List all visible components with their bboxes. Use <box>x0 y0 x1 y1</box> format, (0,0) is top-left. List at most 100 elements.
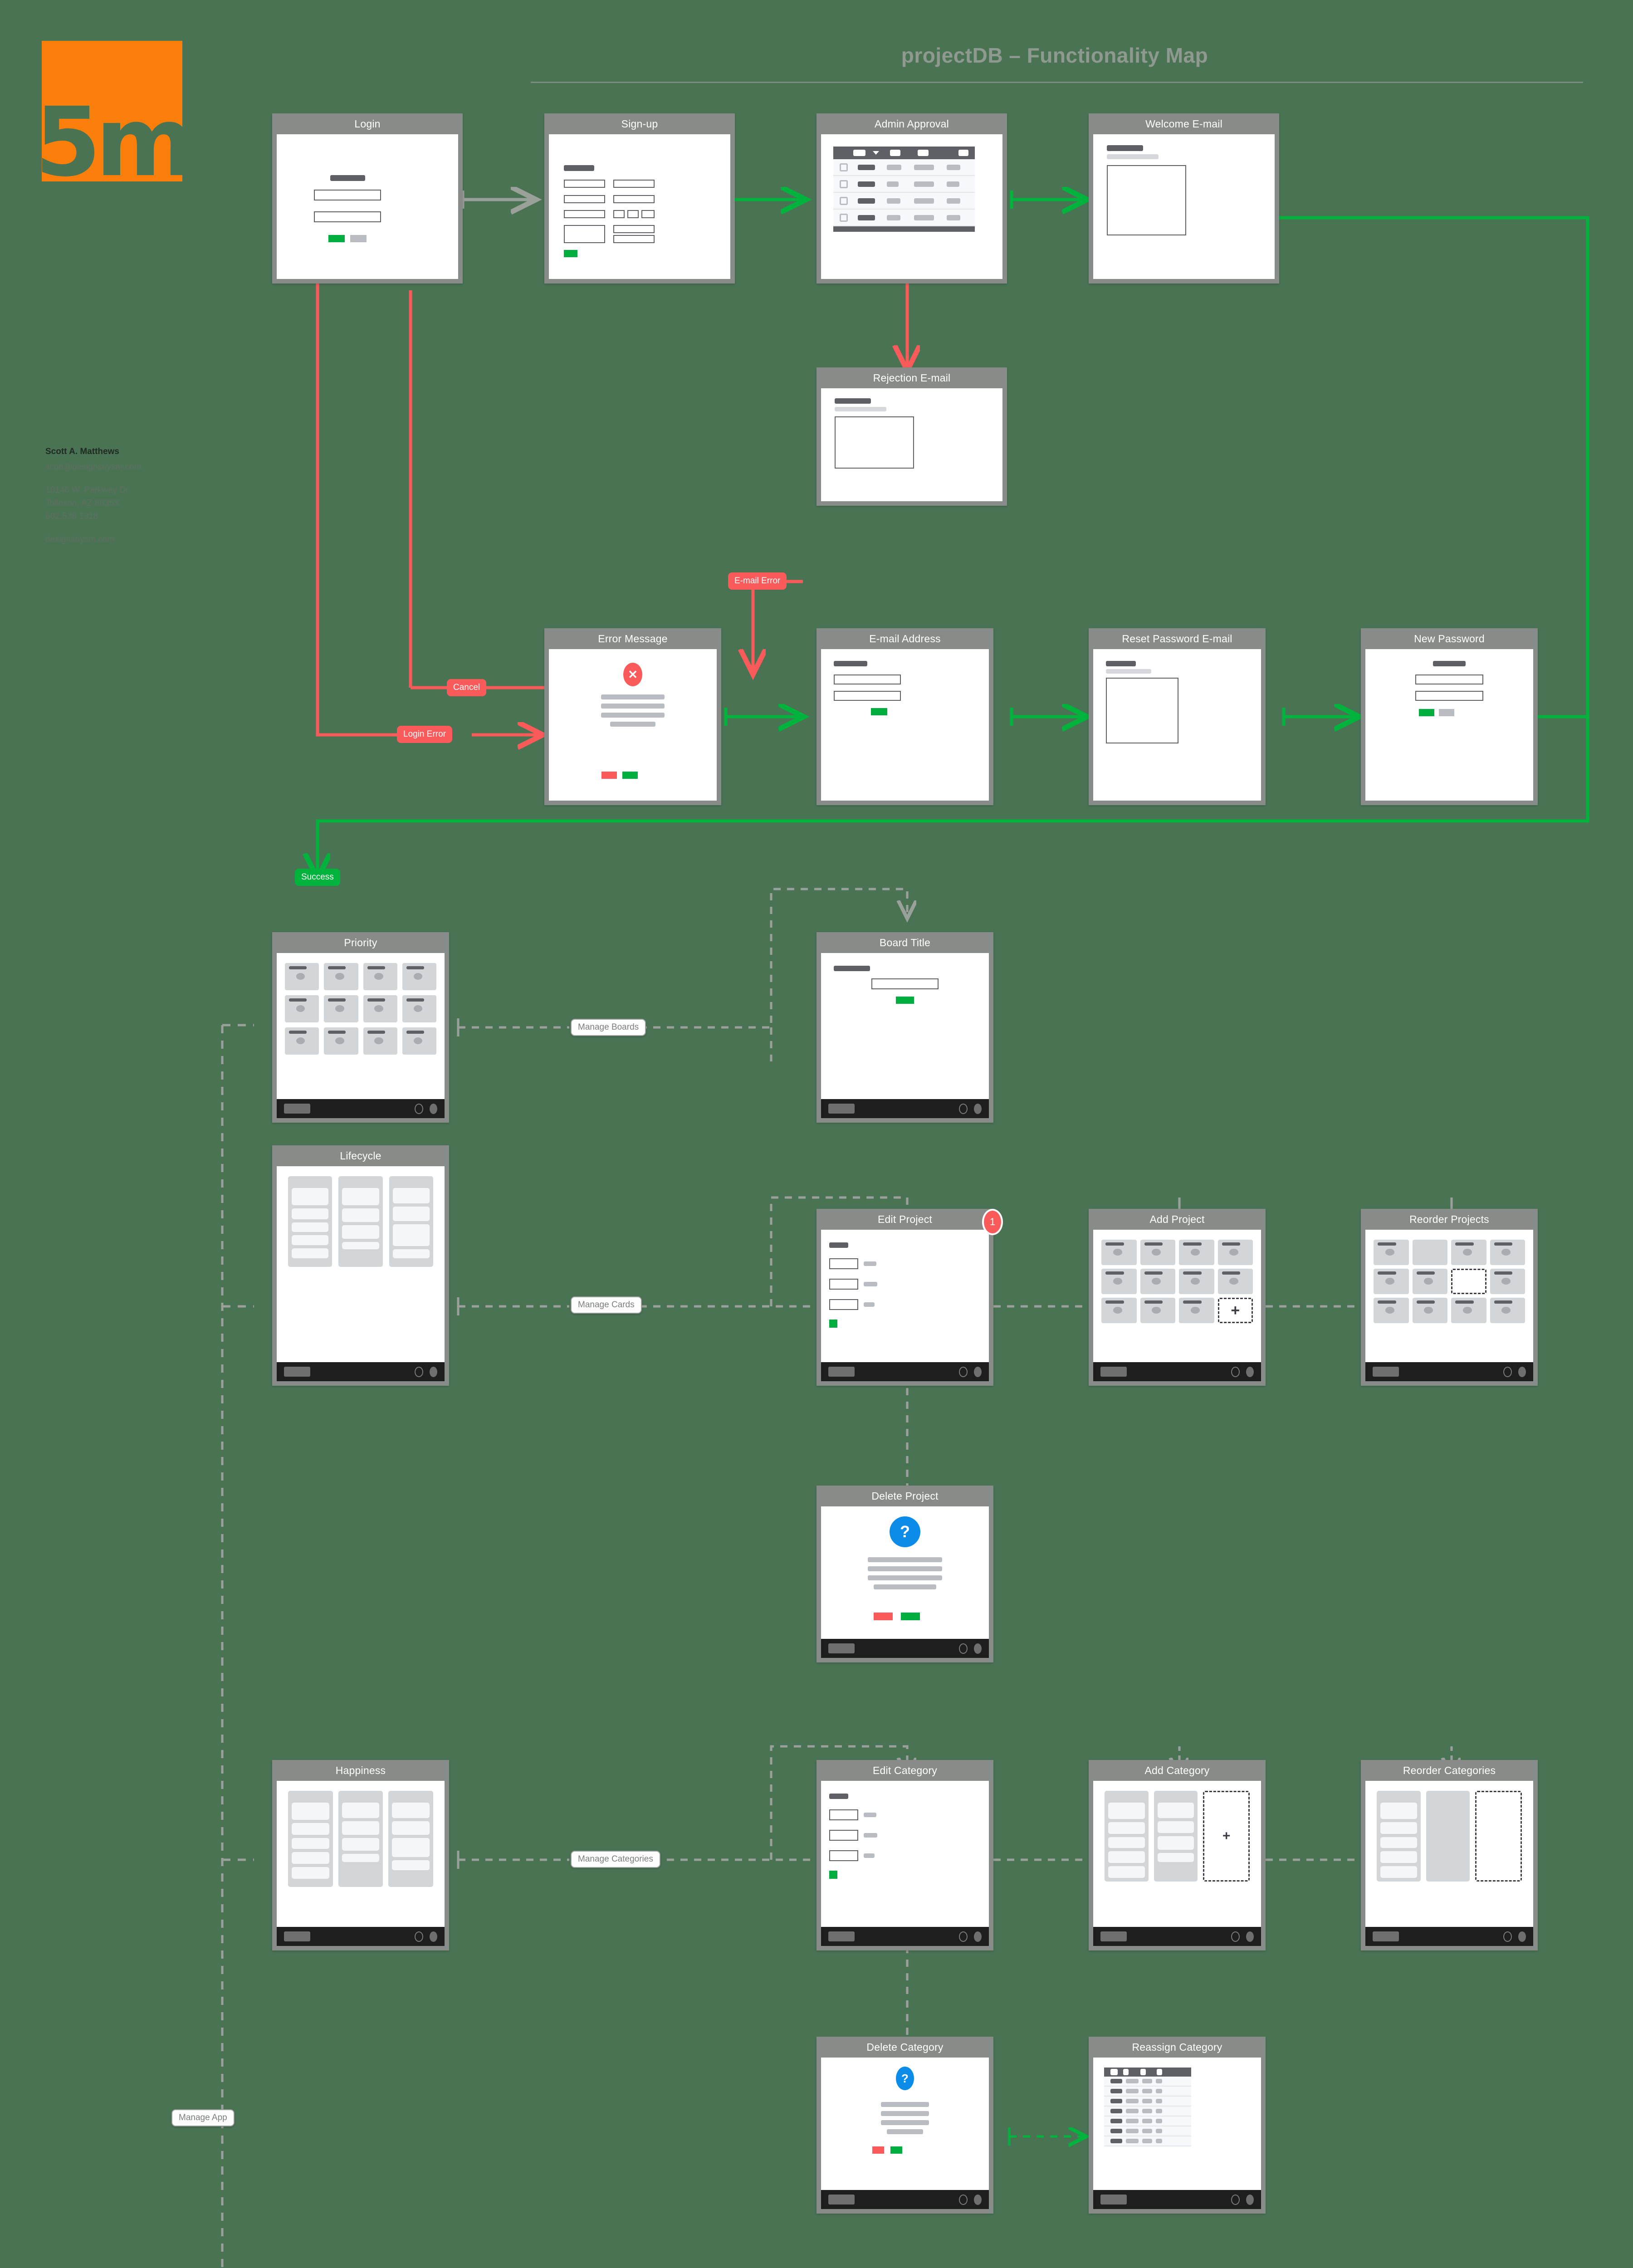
bottom-bar-dot-icon[interactable] <box>974 1103 982 1114</box>
happiness-column[interactable] <box>288 1791 333 1887</box>
row-checkbox[interactable] <box>840 196 848 205</box>
happiness-column[interactable] <box>338 1791 383 1887</box>
happiness-column[interactable] <box>388 1791 434 1887</box>
category-card[interactable] <box>1380 1803 1417 1819</box>
bottom-bar-dot-icon[interactable] <box>974 1643 982 1654</box>
delete-project-confirm-button[interactable] <box>901 1613 920 1620</box>
project-tile[interactable] <box>1451 1298 1486 1323</box>
confirm-password-input[interactable] <box>1415 691 1483 701</box>
add-category-placeholder[interactable]: + <box>1203 1791 1250 1882</box>
screen-card-new-password[interactable]: New Password <box>1361 628 1538 805</box>
category-card[interactable] <box>1380 1837 1417 1848</box>
edit-project-field-2[interactable] <box>829 1279 858 1290</box>
mobile-bottom-bar[interactable] <box>1365 1362 1533 1381</box>
lifecycle-card[interactable] <box>392 1207 430 1221</box>
project-tile[interactable] <box>285 995 319 1022</box>
project-tile[interactable] <box>1179 1269 1214 1294</box>
bottom-bar-circle-icon[interactable] <box>959 2194 968 2205</box>
mobile-bottom-bar[interactable] <box>1093 1362 1261 1381</box>
project-tile-empty[interactable] <box>1412 1240 1447 1265</box>
category-card[interactable] <box>1380 1866 1417 1878</box>
mobile-bottom-bar[interactable] <box>821 2190 989 2209</box>
lifecycle-column[interactable] <box>389 1176 433 1267</box>
mobile-bottom-bar[interactable] <box>1093 2190 1261 2209</box>
screen-card-happiness[interactable]: Happiness <box>272 1760 449 1950</box>
bottom-bar-pill[interactable] <box>828 1104 855 1114</box>
table-row[interactable] <box>833 210 975 226</box>
signup-field-2[interactable] <box>613 180 655 188</box>
category-card[interactable] <box>1108 1866 1145 1878</box>
project-tile[interactable] <box>1140 1298 1175 1323</box>
flow-label-manage-app[interactable]: Manage App <box>171 2109 235 2126</box>
login-submit-button[interactable] <box>328 235 345 242</box>
project-tile[interactable] <box>1101 1269 1137 1294</box>
lifecycle-card[interactable] <box>392 1249 430 1258</box>
category-card[interactable] <box>1380 1822 1417 1834</box>
table-row[interactable] <box>1104 2107 1191 2116</box>
project-tile[interactable] <box>1374 1298 1409 1323</box>
bottom-bar-dot-icon[interactable] <box>1246 1366 1254 1377</box>
screen-card-email-address[interactable]: E-mail Address <box>816 628 993 805</box>
flow-label-email-error[interactable]: E-mail Error <box>728 572 787 590</box>
project-tile[interactable] <box>1179 1240 1214 1265</box>
email-address-input[interactable] <box>834 675 901 684</box>
category-column-empty[interactable] <box>1426 1791 1470 1882</box>
project-tile[interactable] <box>1490 1240 1525 1265</box>
bottom-bar-circle-icon[interactable] <box>415 1103 423 1114</box>
edit-category-save-button[interactable] <box>829 1871 837 1879</box>
screen-card-login[interactable]: Login <box>272 113 463 284</box>
screen-card-edit-category[interactable]: Edit Category <box>816 1760 993 1950</box>
table-row[interactable] <box>833 193 975 210</box>
bottom-bar-pill[interactable] <box>284 1367 310 1377</box>
happiness-card[interactable] <box>342 1854 380 1862</box>
signup-textarea[interactable] <box>564 225 605 243</box>
edit-project-save-button[interactable] <box>829 1320 837 1328</box>
row-checkbox[interactable] <box>840 180 848 188</box>
bottom-bar-pill[interactable] <box>284 1104 310 1114</box>
email-address-input-secondary[interactable] <box>834 691 901 701</box>
lifecycle-card[interactable] <box>392 1188 430 1203</box>
project-tile[interactable] <box>363 1027 397 1055</box>
happiness-card[interactable] <box>392 1838 430 1857</box>
new-password-input[interactable] <box>1415 675 1483 684</box>
bottom-bar-dot-icon[interactable] <box>974 2194 982 2205</box>
board-title-input[interactable] <box>871 978 939 989</box>
mobile-bottom-bar[interactable] <box>821 1099 989 1118</box>
screen-card-add-project[interactable]: Add Project + <box>1089 1209 1266 1386</box>
bottom-bar-dot-icon[interactable] <box>430 1366 437 1377</box>
flow-label-manage-categories[interactable]: Manage Categories <box>571 1851 660 1868</box>
screen-card-edit-project[interactable]: Edit Project <box>816 1209 993 1386</box>
table-row[interactable] <box>1104 2077 1191 2087</box>
screen-card-delete-category[interactable]: Delete Category ? <box>816 2037 993 2214</box>
project-tile[interactable] <box>363 995 397 1022</box>
project-tile[interactable] <box>1374 1269 1409 1294</box>
bottom-bar-dot-icon[interactable] <box>430 1103 437 1114</box>
screen-card-signup[interactable]: Sign-up <box>544 113 735 284</box>
bottom-bar-pill[interactable] <box>828 2195 855 2204</box>
add-project-placeholder[interactable]: + <box>1217 1298 1253 1323</box>
happiness-card[interactable] <box>342 1803 380 1818</box>
sort-caret-icon[interactable] <box>872 151 879 155</box>
lifecycle-card[interactable] <box>392 1224 430 1246</box>
table-row[interactable] <box>1104 2087 1191 2097</box>
approval-table[interactable] <box>833 147 975 232</box>
project-tile[interactable] <box>324 1027 358 1055</box>
bottom-bar-pill[interactable] <box>828 1931 855 1941</box>
lifecycle-column[interactable] <box>288 1176 332 1267</box>
edit-project-field-3[interactable] <box>829 1299 858 1310</box>
bottom-bar-circle-icon[interactable] <box>959 1103 968 1114</box>
project-tile[interactable] <box>402 995 436 1022</box>
flow-label-manage-boards[interactable]: Manage Boards <box>571 1019 646 1036</box>
login-username-input[interactable] <box>314 190 381 200</box>
screen-card-board-title[interactable]: Board Title <box>816 932 993 1123</box>
email-address-submit-button[interactable] <box>871 708 887 715</box>
mobile-bottom-bar[interactable] <box>821 1362 989 1381</box>
screen-card-priority[interactable]: Priority <box>272 932 449 1123</box>
edit-project-field-1[interactable] <box>829 1258 858 1269</box>
table-row[interactable] <box>1104 2126 1191 2136</box>
project-tile[interactable] <box>1101 1298 1137 1323</box>
mobile-bottom-bar[interactable] <box>277 1099 445 1118</box>
screen-card-reset-password-email[interactable]: Reset Password E-mail <box>1089 628 1266 805</box>
signup-field-1[interactable] <box>564 180 605 188</box>
lifecycle-card[interactable] <box>342 1242 379 1249</box>
